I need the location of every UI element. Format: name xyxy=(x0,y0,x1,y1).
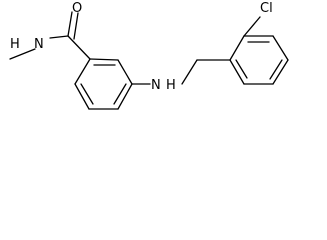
bond-ring-a-double-2 xyxy=(113,83,127,105)
bonds xyxy=(9,11,289,110)
bond-ring-b-4 xyxy=(272,59,289,85)
amide-nitrogen-label: N xyxy=(34,37,44,52)
bond-ring-a-3 xyxy=(117,83,133,110)
amine-nitrogen-hydrogen-label: H xyxy=(166,78,176,93)
bond-ring-b-3 xyxy=(272,35,289,61)
bond-ring-b-6 xyxy=(229,59,245,85)
bond-methyl-n xyxy=(9,48,36,60)
bond-ring-b-double-3 xyxy=(235,59,248,79)
bond-n-carbonyl xyxy=(49,35,69,39)
bond-amine-ch2 xyxy=(181,59,198,85)
atom-labels: O N H N H Cl xyxy=(10,1,273,93)
bond-ring-a-6 xyxy=(74,58,91,85)
bond-carbonyl-oxygen-a xyxy=(67,11,73,37)
bond-carbonyl-oxygen-b xyxy=(73,12,79,40)
bond-ring-b-1 xyxy=(229,35,245,61)
chemical-structure: O N H N H Cl xyxy=(9,1,289,110)
bond-ring-a-double-3 xyxy=(80,83,94,105)
bond-carbonyl-ring xyxy=(67,35,91,60)
bond-ring-chlorine xyxy=(243,16,261,37)
amine-nitrogen-label: N xyxy=(151,78,161,93)
bond-ring-a-1 xyxy=(89,58,119,61)
bond-ring-a-5 xyxy=(74,83,90,110)
bond-ring-b-double-2 xyxy=(269,59,283,80)
oxygen-label: O xyxy=(72,1,82,16)
chlorine-label: Cl xyxy=(260,1,273,16)
amide-nitrogen-hydrogen-label: H xyxy=(10,37,20,52)
bond-ring-a-2 xyxy=(117,59,133,85)
